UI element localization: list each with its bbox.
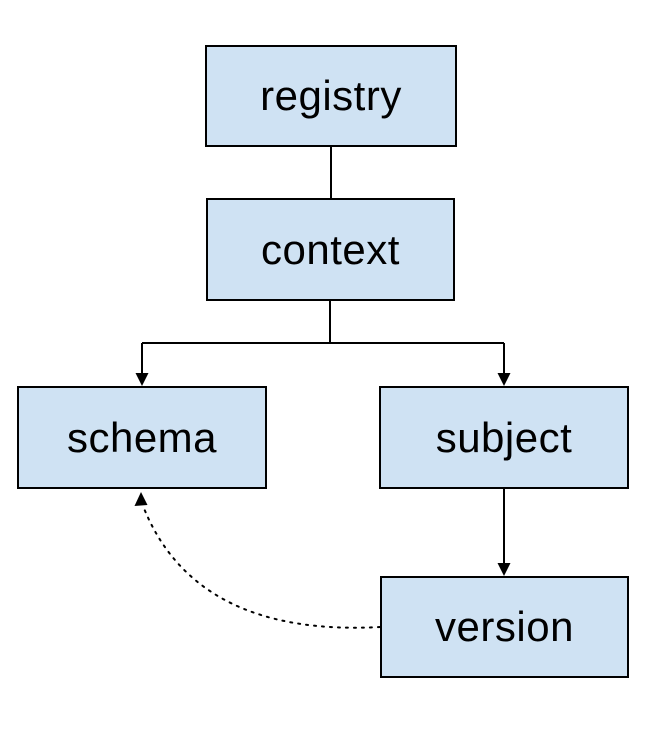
node-schema: schema [17, 386, 267, 489]
node-subject-label: subject [435, 413, 573, 461]
node-context-label: context [261, 225, 400, 273]
node-version-label: version [435, 603, 574, 650]
node-registry-label: registry [260, 72, 402, 119]
node-context: context [206, 198, 455, 301]
arrowhead-into-version-top [497, 563, 511, 576]
node-registry: registry [205, 45, 457, 147]
arrowhead-into-subject-top [497, 373, 511, 386]
arrowhead-into-schema-bottom [134, 492, 148, 506]
node-subject: subject [379, 386, 629, 489]
arrowhead-into-schema-top [135, 373, 149, 386]
edge-context-branch [141, 301, 505, 375]
node-version: version [380, 576, 629, 678]
edge-version-schema-dotted [142, 505, 381, 629]
node-schema-label: schema [66, 413, 218, 461]
